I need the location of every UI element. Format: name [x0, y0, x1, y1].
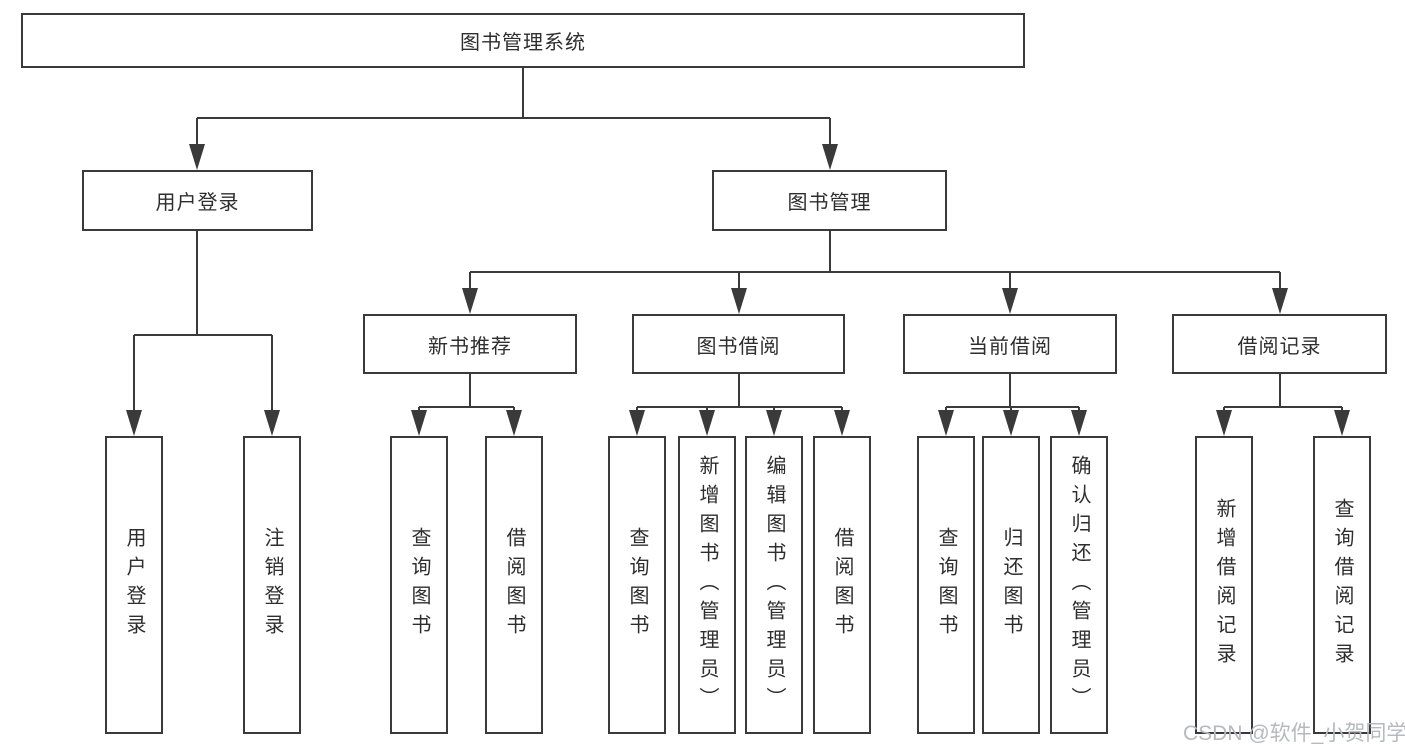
connector-new-book-recommend-to-leaves — [411, 374, 522, 436]
node-label: 图书管理 — [787, 192, 872, 214]
node-label: 用户登录 — [155, 192, 240, 214]
leaf-borrow-add-books-admin: 新增图书（管理员） — [678, 436, 736, 734]
leaf-current-query-books: 查询图书 — [917, 436, 975, 734]
leaf-records-add-borrow-record: 新增借阅记录 — [1195, 436, 1253, 734]
node-library-management-system: 图书管理系统 — [21, 13, 1025, 68]
leaf-label: 新增借阅记录 — [1213, 498, 1235, 672]
leaf-label: 查询借阅记录 — [1331, 498, 1353, 672]
leaf-label: 查询图书 — [408, 527, 430, 643]
leaf-label: 确认归还（管理员） — [1068, 454, 1090, 716]
connector-borrow-records-to-leaves — [1216, 374, 1350, 436]
node-user-login: 用户登录 — [82, 170, 313, 231]
leaf-recommend-borrow-books: 借阅图书 — [485, 436, 543, 734]
leaf-label: 新增图书（管理员） — [696, 454, 718, 716]
leaf-label: 查询图书 — [935, 527, 957, 643]
node-label: 当前借阅 — [968, 335, 1052, 358]
connector-root-to-level2 — [189, 68, 838, 170]
node-book-management: 图书管理 — [712, 170, 947, 231]
leaf-label: 注销登录 — [261, 527, 283, 643]
connector-book-borrow-to-leaves — [629, 374, 850, 436]
leaf-recommend-query-books: 查询图书 — [390, 436, 448, 734]
node-label: 借阅记录 — [1237, 335, 1322, 358]
leaf-label: 查询图书 — [626, 527, 648, 643]
leaf-logout: 注销登录 — [243, 436, 301, 734]
node-new-book-recommend: 新书推荐 — [363, 314, 577, 374]
leaf-label: 编辑图书（管理员） — [763, 454, 785, 716]
leaf-user-login: 用户登录 — [105, 436, 163, 734]
leaf-borrow-borrow-books: 借阅图书 — [813, 436, 871, 734]
node-label: 新书推荐 — [428, 335, 512, 358]
csdn-watermark: CSDN @软件_小贺同学 — [1183, 722, 1405, 745]
leaf-label: 用户登录 — [123, 527, 145, 643]
leaf-current-return-books: 归还图书 — [982, 436, 1040, 734]
connector-book-management-to-level3 — [462, 231, 1288, 314]
leaf-label: 借阅图书 — [503, 527, 525, 643]
leaf-current-confirm-return-admin: 确认归还（管理员） — [1050, 436, 1108, 734]
node-label: 图书管理系统 — [460, 32, 586, 54]
node-book-borrow: 图书借阅 — [632, 314, 845, 374]
leaf-records-query-borrow-record: 查询借阅记录 — [1313, 436, 1371, 734]
connector-user-login-to-leaves — [126, 231, 280, 436]
leaf-borrow-query-books: 查询图书 — [608, 436, 666, 734]
leaf-label: 借阅图书 — [831, 527, 853, 643]
leaf-borrow-edit-books-admin: 编辑图书（管理员） — [745, 436, 803, 734]
node-label: 图书借阅 — [696, 335, 781, 358]
node-current-borrow: 当前借阅 — [903, 314, 1117, 374]
leaf-label: 归还图书 — [1000, 527, 1022, 643]
connector-current-borrow-to-leaves — [938, 374, 1087, 436]
node-borrow-records: 借阅记录 — [1172, 314, 1387, 374]
